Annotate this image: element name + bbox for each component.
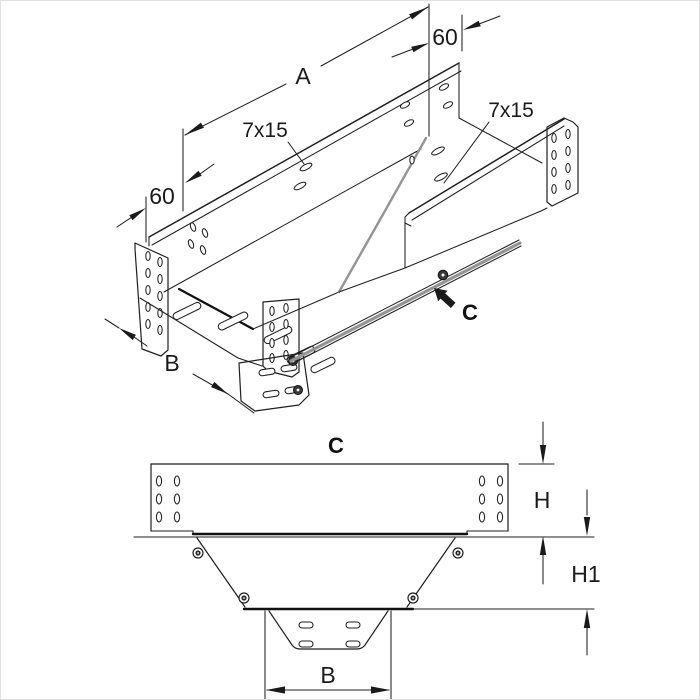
section-label-c-front: C — [328, 433, 344, 458]
main-run-near-wall — [404, 117, 579, 269]
dimension-b-front: B — [266, 662, 390, 694]
front-reducer — [192, 537, 595, 611]
slot-size-label-main: 7x15 — [242, 119, 288, 142]
dim-label-60-top: 60 — [432, 24, 458, 50]
coupler-bar — [288, 239, 522, 365]
dim-label-b-iso: B — [164, 350, 179, 376]
front-branch-stub — [264, 610, 392, 699]
dimension-h1: H1 — [571, 489, 601, 656]
screw-head — [192, 547, 204, 559]
section-arrow-icon — [434, 288, 456, 308]
section-label-c-iso: C — [462, 300, 478, 325]
screw-head — [238, 592, 250, 604]
dimension-60-top: 60 — [391, 14, 501, 58]
main-run-far-wall — [148, 62, 462, 293]
screw-head — [452, 547, 464, 559]
left-end-tab — [134, 242, 169, 357]
screw-head — [407, 592, 419, 604]
dim-label-b-front: B — [320, 662, 335, 688]
funnel-transition — [337, 136, 448, 294]
slot-size-label-branch: 7x15 — [488, 99, 534, 122]
dim-label-h: H — [534, 487, 551, 513]
dim-label-h1: H1 — [571, 561, 600, 587]
dimension-b-iso: B — [104, 318, 255, 414]
dim-label-a: A — [295, 63, 311, 89]
dim-label-60-left: 60 — [149, 183, 175, 209]
dimension-h: H — [518, 421, 555, 585]
slot-callout-main: 7x15 — [242, 119, 305, 165]
slot-callout-branch: 7x15 — [443, 99, 534, 184]
branch — [238, 298, 310, 412]
dimension-a: A — [182, 3, 430, 212]
isometric-view: A 60 60 7x15 7x15 — [104, 3, 579, 414]
front-view: C — [133, 421, 601, 699]
section-marker-c-iso: C — [434, 288, 478, 325]
dimension-60-left: 60 — [116, 163, 215, 243]
front-tray-body — [133, 463, 595, 538]
